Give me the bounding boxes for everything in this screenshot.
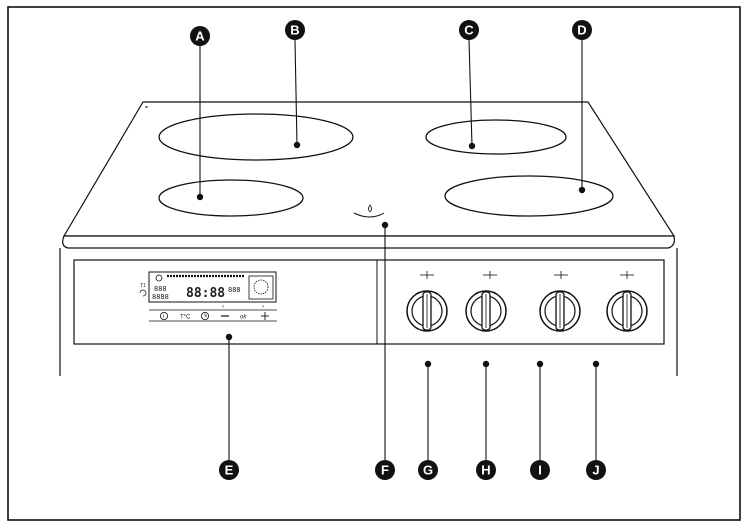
knob-3[interactable] bbox=[539, 271, 581, 332]
display-digits-main: 88:88 bbox=[186, 286, 225, 301]
hob-zone-rear-left bbox=[158, 113, 354, 161]
callout-h: H bbox=[476, 360, 496, 480]
hot-surface-indicator bbox=[353, 204, 385, 218]
callout-dot bbox=[196, 193, 204, 201]
callout-dot bbox=[578, 186, 586, 194]
knob-4[interactable] bbox=[606, 271, 648, 332]
callout-badge bbox=[418, 460, 438, 480]
callout-c: C bbox=[459, 20, 479, 150]
callout-badge bbox=[459, 20, 479, 40]
clock-button[interactable] bbox=[200, 311, 209, 320]
callout-j: J bbox=[586, 360, 606, 480]
callout-dot bbox=[293, 141, 301, 149]
callout-letter: E bbox=[225, 463, 234, 478]
callout-letter: J bbox=[592, 463, 599, 478]
callout-badge bbox=[586, 460, 606, 480]
callout-g: G bbox=[418, 360, 438, 480]
callout-letter: H bbox=[481, 463, 490, 478]
callout-dot bbox=[468, 142, 476, 150]
callout-a: A bbox=[190, 26, 210, 201]
figure-frame bbox=[7, 6, 741, 521]
callout-leader-line bbox=[294, 39, 298, 146]
info-label: i bbox=[163, 314, 164, 320]
callout-dot bbox=[536, 360, 544, 368]
callout-d: D bbox=[572, 20, 592, 194]
callout-dot bbox=[381, 221, 389, 229]
callout-letter: D bbox=[577, 23, 586, 38]
temperature-label: T°C bbox=[180, 315, 191, 321]
callout-letter: F bbox=[381, 463, 389, 478]
knob-2[interactable] bbox=[465, 271, 507, 332]
callout-b: B bbox=[285, 20, 305, 149]
clock-icon bbox=[200, 311, 209, 320]
temperature-button[interactable]: T°C bbox=[180, 315, 191, 321]
callout-letter: C bbox=[464, 23, 474, 38]
callout-dot bbox=[592, 360, 600, 368]
display-digits-small-2: 8888 bbox=[152, 293, 169, 301]
callout-badge bbox=[190, 26, 210, 46]
callout-letter: A bbox=[195, 29, 205, 44]
hob-front-edge bbox=[62, 235, 675, 249]
svg-text:›: › bbox=[262, 304, 264, 310]
display-fan-icon bbox=[155, 274, 163, 282]
svg-text:‹: ‹ bbox=[222, 304, 224, 310]
knob-group bbox=[406, 271, 648, 332]
callout-e: E bbox=[219, 333, 239, 480]
callout-group: A B C D E F G H I J bbox=[190, 20, 606, 480]
control-display: 888 8888 88:88 888 T1 ‹ › bbox=[139, 271, 277, 310]
callout-letter: I bbox=[538, 463, 542, 478]
callout-dot bbox=[225, 333, 233, 341]
ok-button[interactable]: ok bbox=[240, 315, 247, 321]
knob-1[interactable] bbox=[406, 271, 448, 332]
hob-zone-front-left bbox=[158, 179, 304, 217]
callout-dot bbox=[482, 360, 490, 368]
touch-buttons: i T°C ok bbox=[159, 311, 269, 321]
callout-leader-line bbox=[468, 39, 473, 147]
plus-button[interactable] bbox=[261, 312, 269, 320]
callout-badge bbox=[285, 20, 305, 40]
svg-text:T1: T1 bbox=[140, 283, 146, 289]
info-icon bbox=[159, 311, 168, 320]
ok-label: ok bbox=[240, 315, 247, 321]
callout-dot bbox=[424, 360, 432, 368]
callout-badge bbox=[476, 460, 496, 480]
display-program-dial-icon bbox=[253, 279, 269, 295]
callout-badge bbox=[375, 460, 395, 480]
callout-letter: G bbox=[423, 463, 433, 478]
display-digits-small-1: 888 bbox=[154, 285, 167, 293]
callout-badge bbox=[572, 20, 592, 40]
callout-letter: B bbox=[290, 23, 299, 38]
info-button[interactable]: i bbox=[159, 311, 168, 320]
callout-f: F bbox=[375, 221, 395, 480]
callout-i: I bbox=[530, 360, 550, 480]
hob-zone-front-right bbox=[444, 175, 614, 217]
display-digits-right: 888 bbox=[228, 286, 241, 294]
callout-badge bbox=[219, 460, 239, 480]
callout-badge bbox=[530, 460, 550, 480]
hob-zone-rear-right bbox=[425, 119, 567, 155]
